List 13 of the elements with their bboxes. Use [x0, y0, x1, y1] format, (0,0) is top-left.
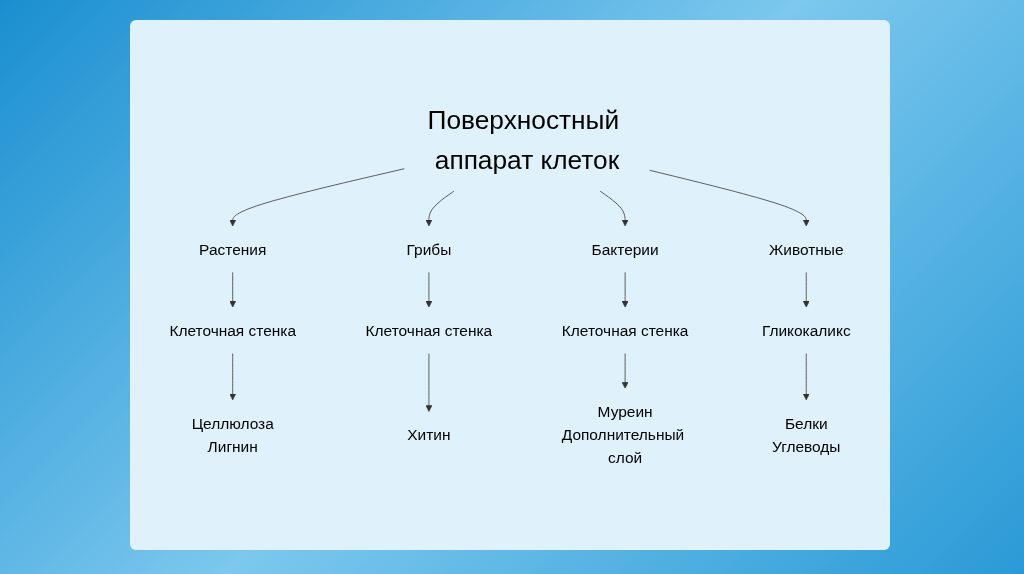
node-text: Клеточная стенка [169, 321, 297, 339]
node-text: Клеточная стенка [365, 321, 493, 339]
node-text: Поверхностный аппарат клеток [427, 105, 620, 175]
node-text: Целлюлоза Лигнин [191, 414, 274, 455]
node-text: Муреин Дополнительный слой [561, 402, 685, 467]
node-text: Хитин [407, 426, 451, 444]
node-text: Белки Углеводы [772, 414, 841, 455]
node-text: Грибы [406, 240, 452, 258]
node-text: Бактерии [591, 240, 659, 258]
node-text: Животные [768, 240, 844, 258]
node-text: Гликокаликс [761, 321, 851, 339]
node-text: Растения [199, 240, 267, 258]
node-text: Клеточная стенка [561, 321, 689, 339]
